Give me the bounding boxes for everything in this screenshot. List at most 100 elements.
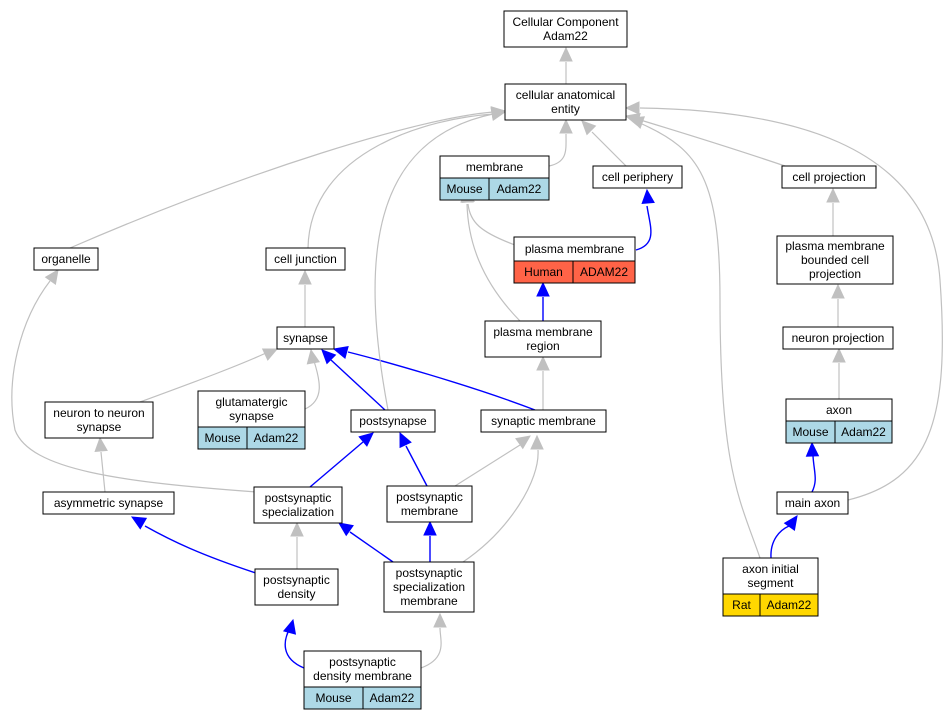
gene-cell <box>834 420 893 444</box>
node-label-line: plasma membrane <box>785 239 885 253</box>
arrowhead-psdm_psm <box>423 520 437 536</box>
arrowhead-psdm_psmem <box>433 612 447 628</box>
edge-psdm_sm <box>462 449 539 563</box>
arrowhead-pm_cp <box>641 188 655 205</box>
arrowhead-as_n2n <box>94 436 108 453</box>
node-label-line: bounded cell <box>801 253 869 267</box>
gene-cell <box>362 686 422 710</box>
node-label-line: asymmetric synapse <box>54 496 164 510</box>
node-label-line: postsynaptic <box>396 566 463 580</box>
edge-cproj_cae <box>636 118 786 167</box>
edge-ps_syn <box>330 359 386 411</box>
node-cell-periphery[interactable]: cell periphery <box>592 165 683 189</box>
node-label-line: plasma membrane <box>525 242 625 256</box>
edge-glu_syn <box>304 360 320 410</box>
node-synapse[interactable]: synapse <box>276 326 335 350</box>
node-label-line: axon initial <box>742 562 799 576</box>
node-label-line: main axon <box>785 496 840 510</box>
arrowhead-ps_syn <box>321 349 337 365</box>
node-asymmetric-synapse[interactable]: asymmetric synapse <box>42 491 175 515</box>
node-box <box>386 485 473 523</box>
node-label-line: glutamatergic <box>215 395 287 409</box>
edge-pmr_mem <box>466 203 521 322</box>
node-main-axon[interactable]: main axon <box>776 491 849 515</box>
gene-label: Adam22 <box>370 691 415 705</box>
arrowhead-psd_as <box>130 516 148 530</box>
node-box <box>781 165 877 189</box>
edge-cp_cae <box>591 131 627 167</box>
node-label-line: neuron projection <box>792 331 885 345</box>
node-organelle[interactable]: organelle <box>33 247 99 271</box>
node-label-line: postsynapse <box>359 414 427 428</box>
node-box <box>254 568 339 606</box>
arrowhead-pss_org <box>44 269 59 285</box>
node-label-line: cell junction <box>274 252 337 266</box>
gene-label: Adam22 <box>497 182 542 196</box>
node-box <box>44 401 154 439</box>
node-label-line: Cellular Component <box>512 15 619 29</box>
node-label-line: membrane <box>401 504 459 518</box>
species-label: Mouse <box>792 425 828 439</box>
node-label-line: specialization <box>262 505 334 519</box>
node-box <box>503 10 628 48</box>
node-box <box>592 165 683 189</box>
edge-psd_as <box>144 525 263 576</box>
edge-pm_cp <box>635 205 652 251</box>
node-label-line: synapse <box>283 331 328 345</box>
edge-psm_sm <box>454 444 521 487</box>
edge-ais_cae <box>641 123 761 559</box>
edge-as_n2n <box>100 451 106 493</box>
node-neuron-projection[interactable]: neuron projection <box>782 326 894 350</box>
node-box <box>350 409 436 433</box>
node-box <box>33 247 99 271</box>
node-box <box>303 650 422 688</box>
node-label-line: axon <box>826 403 852 417</box>
arrowhead-pss_ps <box>358 432 374 447</box>
node-box <box>513 236 636 262</box>
node-box <box>776 235 894 285</box>
arrowhead-ps_cae <box>490 106 507 121</box>
edge-pss_ps <box>309 441 364 488</box>
node-label-line: density membrane <box>313 669 412 683</box>
edge-ps_cae <box>374 113 494 411</box>
node-label-line: cell projection <box>792 170 865 184</box>
node-label-line: entity <box>551 102 580 116</box>
node-label-line: neuron to neuron <box>53 406 144 420</box>
arrowhead-psd_pss <box>290 521 304 537</box>
arrowhead-psm_sm <box>515 435 531 450</box>
node-synaptic-membrane[interactable]: synaptic membrane <box>480 409 607 433</box>
node-box <box>722 557 819 595</box>
node-box <box>383 561 475 613</box>
node-postsynapse[interactable]: postsynapse <box>350 409 436 433</box>
arrowhead-ma_cae <box>624 101 640 115</box>
gene-cell <box>759 593 819 617</box>
edge-ais_ma <box>770 525 790 559</box>
node-cell-junction[interactable]: cell junction <box>265 247 346 271</box>
node-label-line: region <box>526 339 559 353</box>
arrowhead-ais_cae <box>628 116 646 129</box>
node-label-line: synapse <box>229 409 274 423</box>
node-label-line: membrane <box>466 160 524 174</box>
edge-mem_cae <box>548 133 567 167</box>
gene-label: Adam22 <box>254 431 299 445</box>
node-label-line: segment <box>747 576 794 590</box>
arrowhead-n2n_syn <box>261 348 279 361</box>
arrowhead-axon_np <box>832 347 846 363</box>
node-cell-projection[interactable]: cell projection <box>781 165 877 189</box>
arrowhead-psm_ps <box>399 431 412 449</box>
